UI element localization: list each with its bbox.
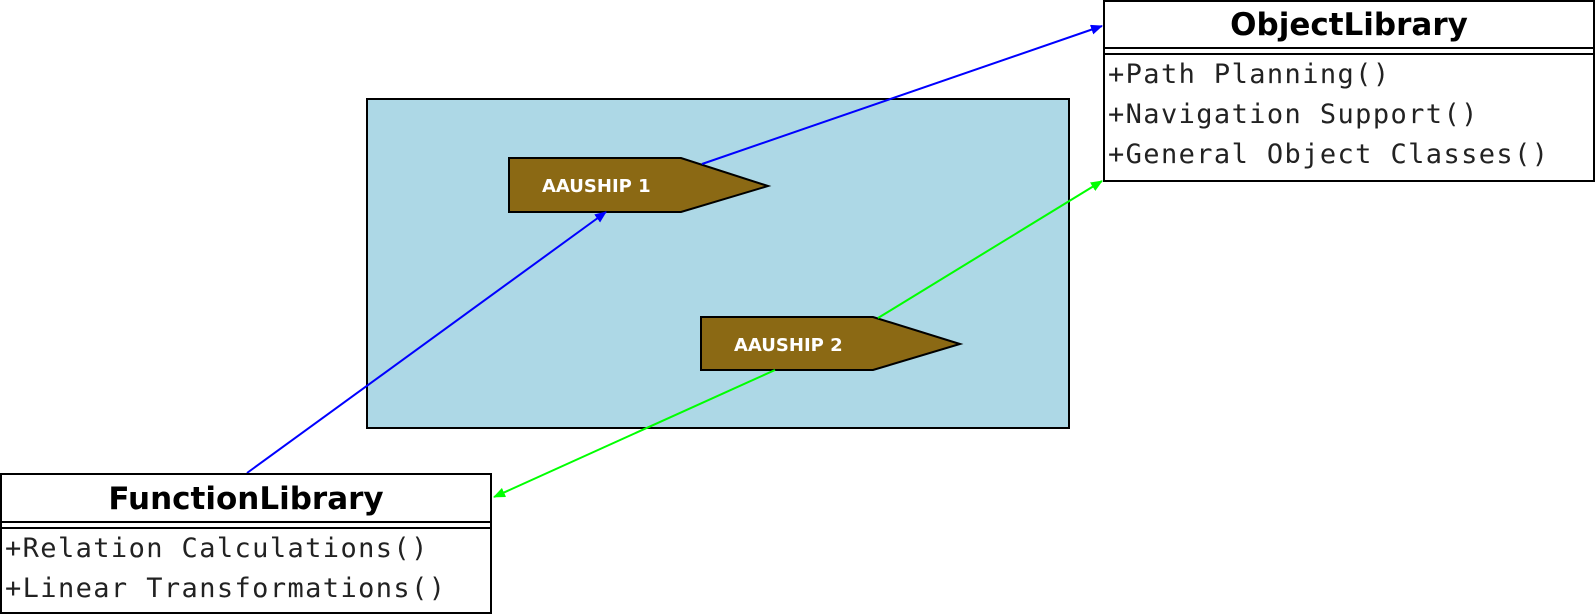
arena-area (366, 98, 1070, 429)
link-aauship1-to-objectlibrary (701, 24, 1103, 165)
method-path-planning: +Path Planning() (1108, 59, 1391, 90)
object-library-class[interactable]: ObjectLibrary +Path Planning() +Navigati… (1103, 0, 1595, 182)
link-aauship2-to-functionlibrary (493, 369, 776, 498)
method-linear-transformations: +Linear Transformations() (5, 573, 447, 604)
function-library-title: FunctionLibrary (108, 481, 384, 517)
ship-aauship-1-shape (508, 157, 772, 213)
ship-aauship-1[interactable]: AAUSHIP 1 (508, 157, 772, 213)
object-library-divider (1105, 47, 1593, 55)
method-general-object-classes: +General Object Classes() (1108, 139, 1550, 170)
object-library-title: ObjectLibrary (1230, 7, 1468, 43)
function-library-class[interactable]: FunctionLibrary +Relation Calculations()… (0, 473, 492, 614)
function-library-methods: +Relation Calculations() +Linear Transfo… (2, 529, 490, 609)
object-library-methods: +Path Planning() +Navigation Support() +… (1105, 55, 1593, 175)
ship-aauship-2-shape (700, 316, 964, 371)
method-relation-calculations: +Relation Calculations() (5, 533, 429, 564)
function-library-divider (2, 521, 490, 529)
method-navigation-support: +Navigation Support() (1108, 99, 1479, 130)
ship-aauship-1-label: AAUSHIP 1 (542, 176, 651, 197)
link-functionlibrary-to-aauship1 (246, 211, 607, 474)
link-aauship2-to-objectlibrary (877, 180, 1103, 319)
ship-aauship-2[interactable]: AAUSHIP 2 (700, 316, 964, 371)
ship-aauship-2-label: AAUSHIP 2 (734, 335, 843, 356)
